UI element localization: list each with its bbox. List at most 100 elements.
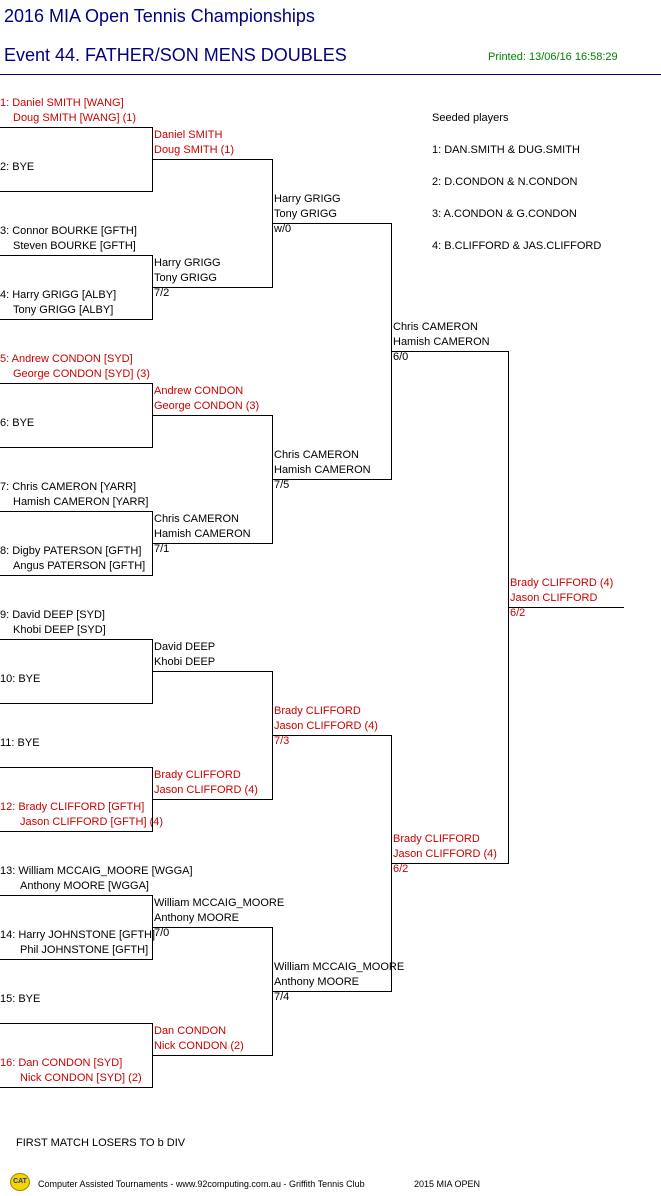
event-title: Event 44. FATHER/SON MENS DOUBLES bbox=[4, 45, 347, 65]
match-score: 7/1 bbox=[154, 543, 170, 555]
player-entry-line1: 1: Daniel SMITH [WANG] bbox=[0, 97, 124, 109]
match-score: 7/4 bbox=[274, 991, 290, 1003]
bracket-line bbox=[0, 895, 152, 896]
match-winner-line1: Brady CLIFFORD bbox=[154, 769, 241, 781]
player-entry-line1: 16: Dan CONDON [SYD] bbox=[0, 1057, 123, 1069]
bracket-line bbox=[0, 255, 152, 256]
footer-event: 2015 MIA OPEN bbox=[414, 1179, 481, 1189]
bracket-line bbox=[0, 383, 152, 384]
player-entry-line2: Phil JOHNSTONE [GFTH] bbox=[20, 944, 149, 956]
player-entry-line1: 13: William MCCAIG_MOORE [WGGA] bbox=[0, 865, 193, 877]
seeded-item: 2: D.CONDON & N.CONDON bbox=[432, 176, 578, 188]
bracket-line bbox=[508, 607, 624, 608]
bracket-line bbox=[0, 703, 152, 704]
tournament-title: 2016 MIA Open Tennis Championships bbox=[4, 6, 315, 26]
bracket-line bbox=[0, 127, 152, 128]
match-winner-line1: Brady CLIFFORD bbox=[393, 833, 480, 845]
player-entry-line2: Hamish CAMERON [YARR] bbox=[13, 496, 149, 508]
match-winner-line1: David DEEP bbox=[154, 641, 216, 653]
match-winner-line2: Anthony MOORE bbox=[274, 976, 359, 988]
bracket-line bbox=[152, 927, 272, 928]
bracket-line bbox=[152, 287, 272, 288]
match-score: w/0 bbox=[274, 223, 292, 235]
match-winner-line2: Khobi DEEP bbox=[154, 656, 216, 668]
player-entry-line2: Steven BOURKE [GFTH] bbox=[13, 240, 136, 252]
match-winner-line1: Harry GRIGG bbox=[154, 257, 221, 269]
match-winner-line2: George CONDON (3) bbox=[154, 400, 260, 412]
player-entry-line1: 3: Connor BOURKE [GFTH] bbox=[0, 225, 137, 237]
match-score: 7/2 bbox=[154, 287, 170, 299]
match-winner-line1: William MCCAIG_MOORE bbox=[154, 897, 285, 909]
player-entry-line1: 5: Andrew CONDON [SYD] bbox=[0, 353, 133, 365]
player-entry-line1: 12: Brady CLIFFORD [GFTH] bbox=[0, 801, 145, 813]
bracket-line bbox=[152, 159, 272, 160]
footnote: FIRST MATCH LOSERS TO b DIV bbox=[16, 1137, 186, 1149]
match-winner-line1: Brady CLIFFORD bbox=[274, 705, 361, 717]
bracket-line bbox=[152, 671, 272, 672]
match-winner-line2: Tony GRIGG bbox=[274, 208, 337, 220]
player-entry-line2: Angus PATERSON [GFTH] bbox=[13, 560, 146, 572]
cat-logo-icon: CAT bbox=[10, 1173, 30, 1191]
match-score: 6/2 bbox=[393, 863, 409, 875]
player-entry-line1: 8: Digby PATERSON [GFTH] bbox=[0, 545, 142, 557]
match-winner-line2: Jason CLIFFORD (4) bbox=[274, 720, 378, 732]
match-winner-line1: Harry GRIGG bbox=[274, 193, 341, 205]
bracket-line bbox=[272, 991, 391, 992]
player-entry-line2: Khobi DEEP [SYD] bbox=[13, 624, 106, 636]
match-score: 6/0 bbox=[393, 351, 409, 363]
printed-timestamp: Printed: 13/06/16 16:58:29 bbox=[488, 51, 618, 63]
seeded-item: 3: A.CONDON & G.CONDON bbox=[432, 208, 577, 220]
match-winner-line2: Doug SMITH (1) bbox=[154, 144, 235, 156]
match-score: 7/3 bbox=[274, 735, 290, 747]
player-entry-line1: 14: Harry JOHNSTONE [GFTH] bbox=[0, 929, 156, 941]
player-entry-line1: 15: BYE bbox=[0, 993, 41, 1005]
match-score: 6/2 bbox=[510, 607, 526, 619]
footer-credit: Computer Assisted Tournaments - www.92co… bbox=[38, 1179, 365, 1189]
bracket-line bbox=[0, 767, 152, 768]
match-score: 7/0 bbox=[154, 927, 170, 939]
header-rule bbox=[0, 74, 661, 75]
bracket-line bbox=[391, 863, 508, 864]
bracket-line bbox=[272, 735, 391, 736]
match-winner-line1: Brady CLIFFORD (4) bbox=[510, 577, 614, 589]
seeded-item: 4: B.CLIFFORD & JAS.CLIFFORD bbox=[432, 240, 602, 252]
match-winner-line2: Nick CONDON (2) bbox=[154, 1040, 244, 1052]
bracket-line bbox=[0, 191, 152, 192]
match-score: 7/5 bbox=[274, 479, 290, 491]
bracket-line bbox=[152, 799, 272, 800]
bracket-line bbox=[0, 319, 152, 320]
match-winner-line2: Jason CLIFFORD bbox=[510, 592, 598, 604]
match-winner-line1: Dan CONDON bbox=[154, 1025, 227, 1037]
player-entry-line1: 10: BYE bbox=[0, 673, 41, 685]
match-winner-line2: Hamish CAMERON bbox=[154, 528, 251, 540]
player-entry-line2: Tony GRIGG [ALBY] bbox=[13, 304, 114, 316]
seeded-title: Seeded players bbox=[432, 112, 509, 124]
bracket-line bbox=[0, 1023, 152, 1024]
bracket-line bbox=[391, 351, 508, 352]
match-winner-line2: Jason CLIFFORD (4) bbox=[154, 784, 258, 796]
match-winner-line1: Chris CAMERON bbox=[274, 449, 359, 461]
player-entry-line1: 4: Harry GRIGG [ALBY] bbox=[0, 289, 117, 301]
match-winner-line1: Chris CAMERON bbox=[154, 513, 239, 525]
player-entry-line2: Doug SMITH [WANG] (1) bbox=[13, 112, 137, 124]
bracket-line bbox=[152, 543, 272, 544]
bracket-line bbox=[0, 447, 152, 448]
match-winner-line1: William MCCAIG_MOORE bbox=[274, 961, 405, 973]
player-entry-line1: 11: BYE bbox=[0, 737, 40, 749]
match-winner-line1: Chris CAMERON bbox=[393, 321, 478, 333]
bracket-line bbox=[0, 959, 152, 960]
match-winner-line1: Daniel SMITH bbox=[154, 129, 223, 141]
player-entry-line1: 2: BYE bbox=[0, 161, 35, 173]
match-winner-line2: Jason CLIFFORD (4) bbox=[393, 848, 497, 860]
bracket-line bbox=[0, 639, 152, 640]
bracket-line bbox=[0, 831, 152, 832]
match-winner-line1: Andrew CONDON bbox=[154, 385, 244, 397]
bracket-line bbox=[0, 575, 152, 576]
player-entry-line1: 9: David DEEP [SYD] bbox=[0, 609, 105, 621]
player-entry-line2: Nick CONDON [SYD] (2) bbox=[20, 1072, 142, 1084]
player-entry-line2: Anthony MOORE [WGGA] bbox=[20, 880, 149, 892]
bracket-line bbox=[272, 223, 391, 224]
bracket-line bbox=[152, 415, 272, 416]
bracket-line bbox=[152, 1055, 272, 1056]
bracket-line bbox=[272, 479, 391, 480]
